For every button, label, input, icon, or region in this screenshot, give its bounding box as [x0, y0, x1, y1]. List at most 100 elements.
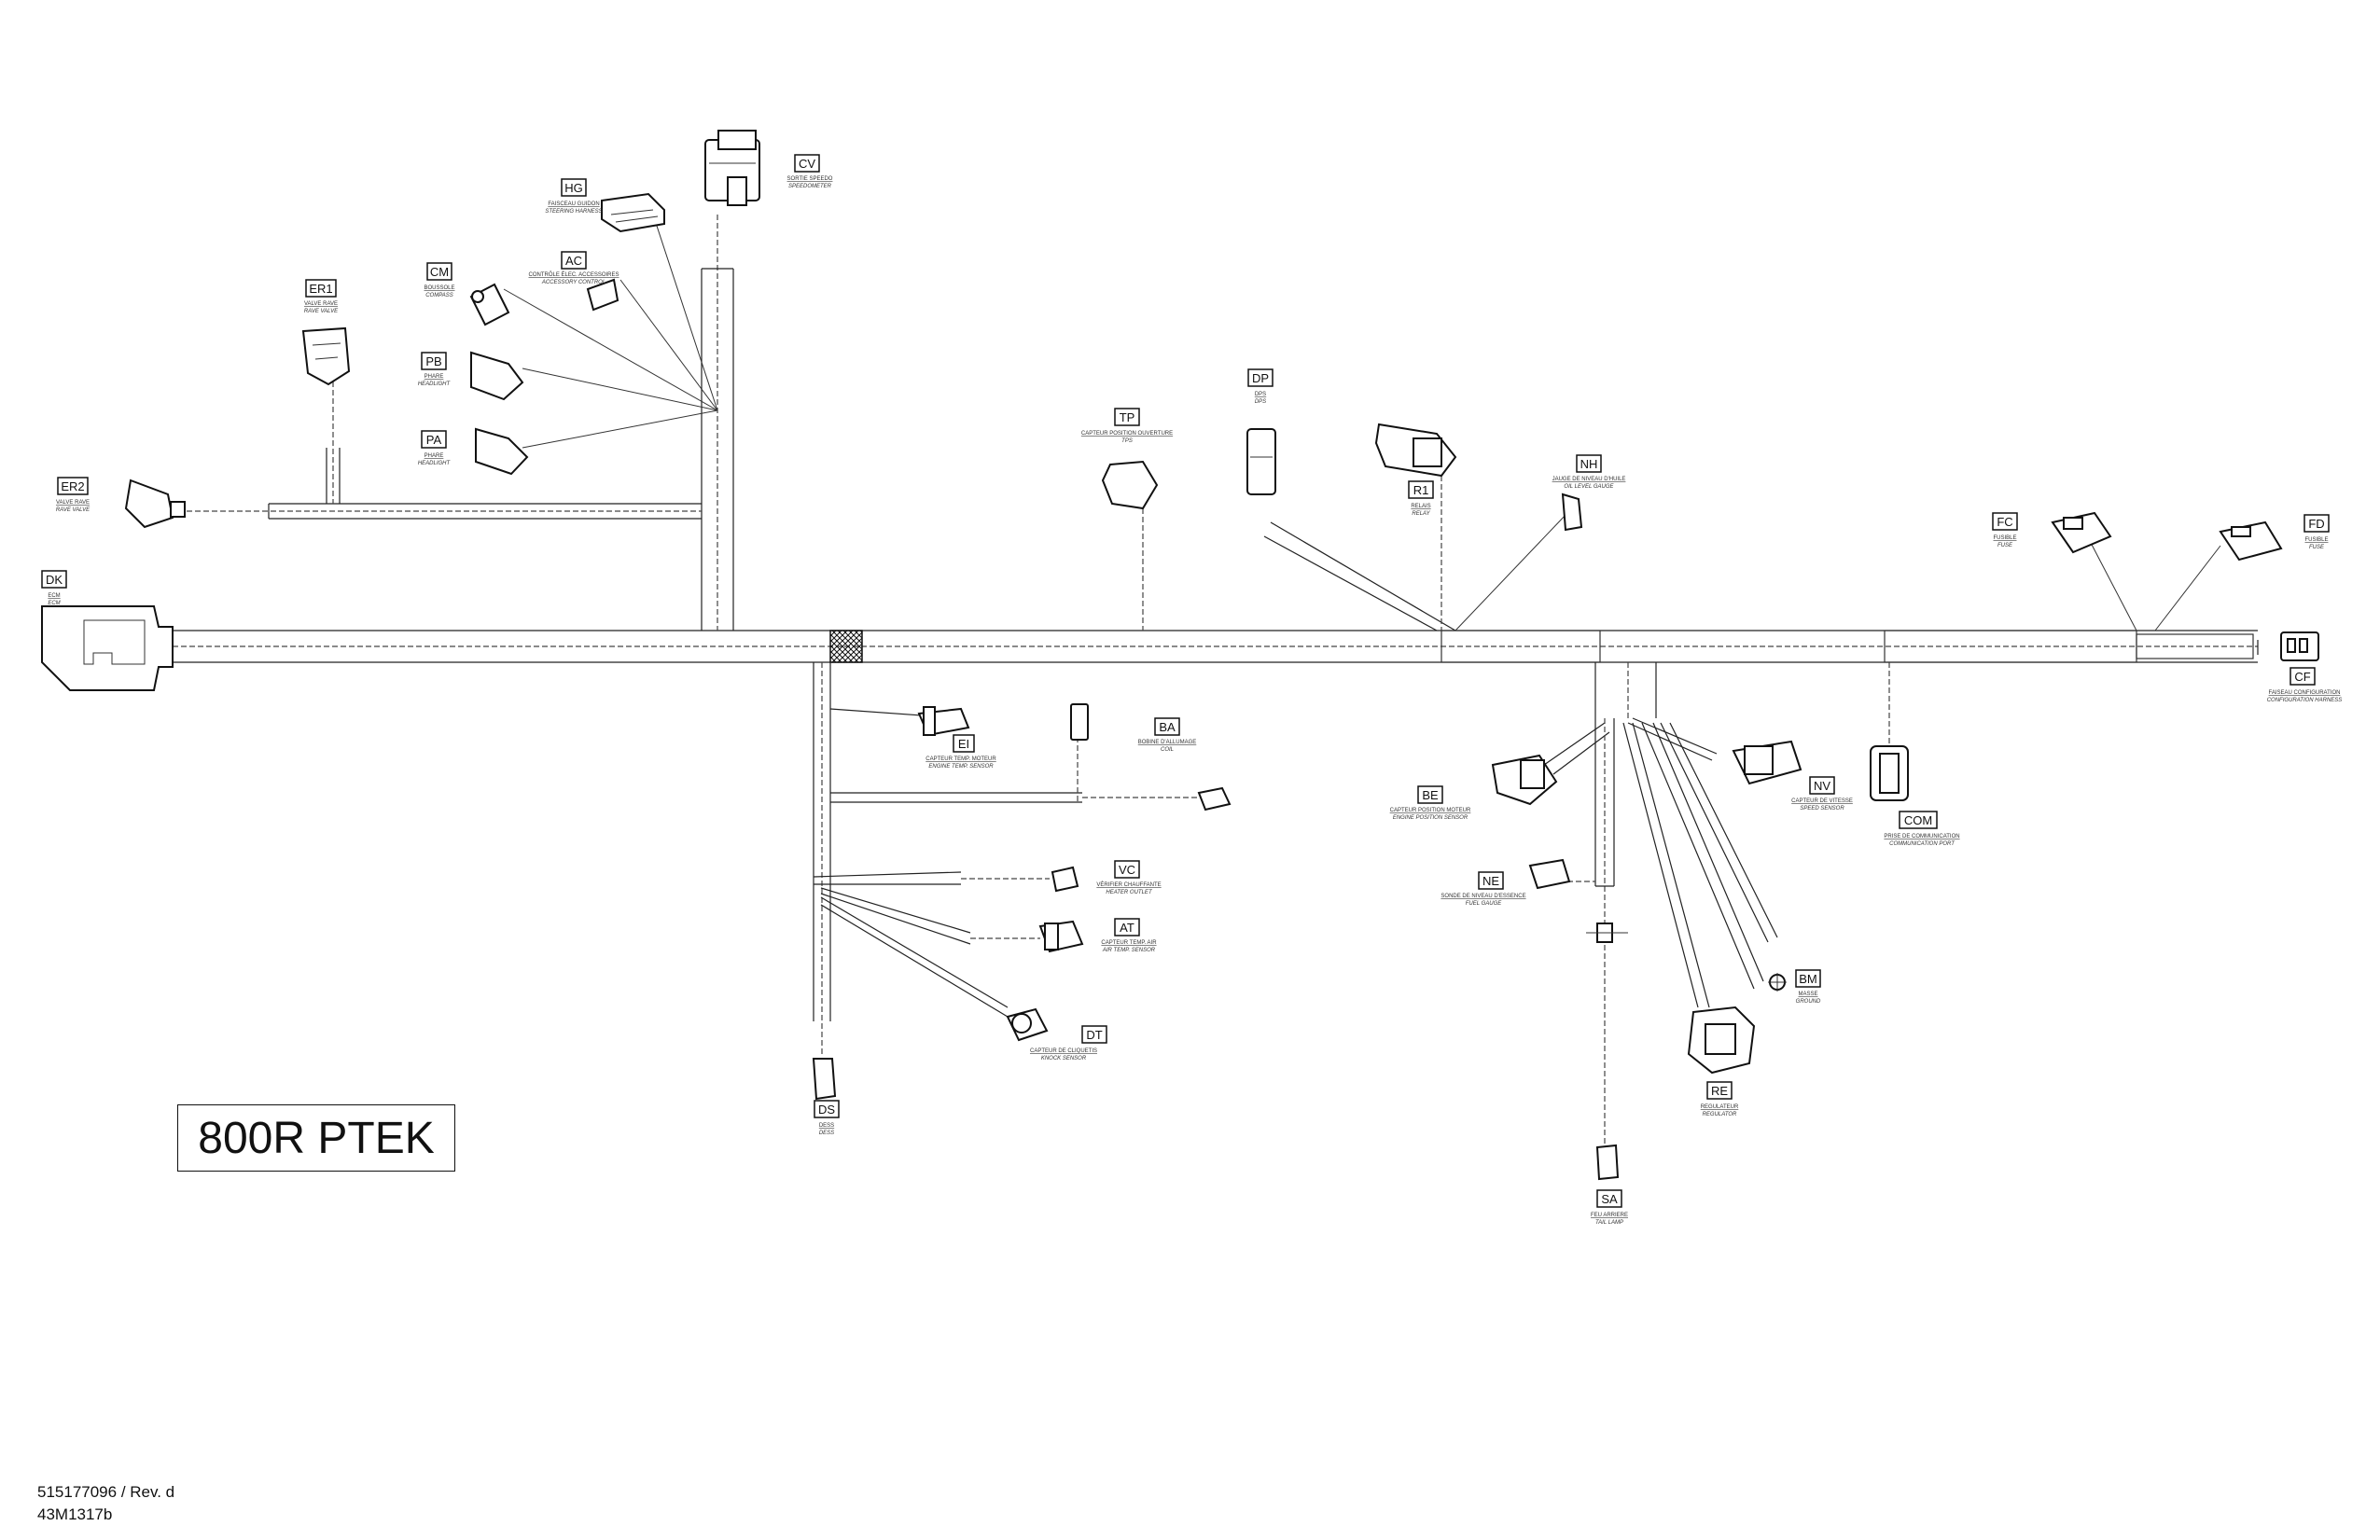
label-ac: AC CONTRÔLE ÉLEC. ACCESSOIRES ACCESSORY … — [528, 251, 619, 285]
main-trunk — [173, 630, 2259, 663]
svg-text:ECM: ECM — [48, 601, 60, 606]
svg-text:BOUSSOLE: BOUSSOLE — [424, 285, 454, 291]
hg-connector-icon — [601, 192, 665, 233]
svg-text:ACCESSORY CONTROL: ACCESSORY CONTROL — [541, 280, 605, 285]
svg-text:STEERING HARNESS: STEERING HARNESS — [545, 209, 602, 215]
label-at: AT CAPTEUR TEMP. AIR AIR TEMP. SENSOR — [1101, 918, 1157, 953]
svg-text:NE: NE — [1482, 874, 1499, 888]
svg-text:CAPTEUR TEMP. AIR: CAPTEUR TEMP. AIR — [1101, 940, 1157, 946]
svg-text:R1: R1 — [1413, 483, 1429, 497]
label-er2: ER2 VALVE RAVE RAVE VALVE — [56, 477, 90, 513]
label-fd: FD FUSIBLE FUSE — [2303, 514, 2330, 550]
sa-connector-icon — [1595, 1144, 1620, 1181]
svg-text:BOBINE D'ALLUMAGE: BOBINE D'ALLUMAGE — [1138, 740, 1197, 745]
svg-text:DS: DS — [818, 1103, 835, 1117]
be-sensor-icon — [1491, 754, 1558, 806]
svg-text:DT: DT — [1086, 1028, 1102, 1042]
svg-text:BA: BA — [1159, 720, 1176, 734]
svg-text:KNOCK SENSOR: KNOCK SENSOR — [1041, 1056, 1087, 1061]
svg-text:SPEED SENSOR: SPEED SENSOR — [1800, 806, 1844, 812]
label-ba: BA BOBINE D'ALLUMAGE COIL — [1138, 717, 1197, 753]
ac-connector-icon — [586, 278, 619, 312]
svg-text:CAPTEUR POSITION MOTEUR: CAPTEUR POSITION MOTEUR — [1390, 808, 1471, 813]
svg-text:VALVE RAVE: VALVE RAVE — [304, 301, 338, 307]
er1-connector-icon — [301, 326, 351, 386]
svg-text:JAUGE DE NIVEAU D'HUILE: JAUGE DE NIVEAU D'HUILE — [1552, 477, 1626, 482]
label-r1: R1 RELAIS RELAY — [1408, 480, 1434, 517]
svg-text:CAPTEUR DE VITESSE: CAPTEUR DE VITESSE — [1791, 798, 1853, 804]
label-hg: HG FAISCEAU GUIDON STEERING HARNESS — [545, 178, 603, 215]
at-sensor-icon — [1038, 920, 1084, 953]
svg-text:FAISCEAU GUIDON: FAISCEAU GUIDON — [548, 201, 599, 207]
svg-text:ENGINE TEMP. SENSOR: ENGINE TEMP. SENSOR — [928, 764, 994, 770]
label-cv: CV SORTIE SPEEDO SPEEDOMETER — [787, 154, 833, 189]
svg-text:BE: BE — [1422, 788, 1439, 802]
svg-text:REGULATEUR: REGULATEUR — [1701, 1104, 1739, 1110]
svg-text:CAPTEUR POSITION OUVERTURE: CAPTEUR POSITION OUVERTURE — [1081, 431, 1173, 437]
svg-text:DESS: DESS — [819, 1131, 834, 1136]
svg-text:PRISE DE COMMUNICATION: PRISE DE COMMUNICATION — [1884, 834, 1959, 839]
label-dp: DP DPS DPS — [1247, 368, 1274, 405]
part-number: 515177096 / Rev. d — [37, 1483, 175, 1501]
label-cf: CF FAISEAU CONFIGURATION CONFIGURATION H… — [2267, 667, 2342, 703]
label-com: COM PRISE DE COMMUNICATION COMMUNICATION… — [1884, 811, 1960, 847]
svg-text:RAVE VALVE: RAVE VALVE — [304, 309, 339, 314]
svg-text:PB: PB — [425, 354, 441, 368]
r1-relay-icon — [1374, 423, 1457, 478]
tp-connector-icon — [1101, 460, 1159, 510]
svg-text:CAPTEUR DE CLIQUETIS: CAPTEUR DE CLIQUETIS — [1030, 1048, 1097, 1054]
er2-connector-icon — [124, 479, 186, 529]
com-port-icon — [1870, 745, 1909, 801]
ne-connector-icon — [1528, 858, 1571, 890]
model-title: 800R PTEK — [177, 1104, 455, 1172]
svg-text:EI: EI — [958, 737, 969, 751]
svg-text:RELAIS: RELAIS — [1411, 504, 1430, 509]
svg-text:TPS: TPS — [1121, 438, 1133, 444]
re-regulator-icon — [1687, 1006, 1756, 1075]
svg-text:DPS: DPS — [1255, 392, 1266, 397]
dk-ecm-icon — [41, 605, 174, 691]
label-pa: PA PHARE HEADLIGHT — [418, 430, 452, 466]
svg-text:COMPASS: COMPASS — [425, 293, 453, 298]
svg-text:DPS: DPS — [1255, 399, 1266, 405]
svg-text:COIL: COIL — [1161, 747, 1174, 753]
svg-text:FD: FD — [2308, 517, 2324, 531]
label-fc: FC FUSIBLE FUSE — [1992, 512, 2018, 548]
label-nv: NV CAPTEUR DE VITESSE SPEED SENSOR — [1791, 776, 1853, 812]
label-sa: SA FEU ARRIERE TAIL LAMP — [1591, 1189, 1628, 1226]
upper-left-branch — [187, 214, 734, 631]
label-re: RE REGULATEUR REGULATOR — [1701, 1081, 1739, 1117]
label-nh: NH JAUGE DE NIVEAU D'HUILE OIL LEVEL GAU… — [1552, 454, 1626, 490]
label-vc: VC VÉRIFIER CHAUFFANTE HEATER OUTLET — [1096, 860, 1162, 895]
svg-text:PA: PA — [426, 433, 442, 447]
lower-left-branch — [813, 662, 1213, 1054]
connector-icons — [41, 130, 2319, 1181]
cm-connector-icon — [469, 283, 510, 326]
svg-text:GROUND: GROUND — [1796, 999, 1821, 1005]
svg-text:FEU ARRIERE: FEU ARRIERE — [1591, 1213, 1628, 1218]
svg-text:RELAY: RELAY — [1412, 511, 1430, 517]
svg-text:AT: AT — [1120, 921, 1134, 935]
label-bm: BM MASSE GROUND — [1795, 969, 1821, 1005]
svg-text:PHARE: PHARE — [425, 453, 444, 459]
label-dk: DK ECM ECM — [41, 570, 67, 606]
svg-text:TP: TP — [1120, 410, 1135, 424]
label-ei: EI CAPTEUR TEMP. MOTEUR ENGINE TEMP. SEN… — [926, 734, 996, 770]
label-dt: DT CAPTEUR DE CLIQUETIS KNOCK SENSOR — [1030, 1025, 1107, 1061]
svg-text:ENGINE POSITION SENSOR: ENGINE POSITION SENSOR — [1393, 815, 1468, 821]
svg-text:MASSE: MASSE — [1798, 992, 1817, 997]
svg-text:FUSE: FUSE — [2309, 545, 2325, 550]
svg-text:SPEEDOMETER: SPEEDOMETER — [788, 184, 832, 189]
dp-connector-icon — [1246, 428, 1276, 495]
svg-text:CF: CF — [2294, 670, 2310, 684]
svg-text:VC: VC — [1119, 863, 1135, 877]
cf-connector-icon — [2280, 631, 2319, 661]
svg-text:SONDE DE NIVEAU D'ESSENCE: SONDE DE NIVEAU D'ESSENCE — [1441, 894, 1525, 899]
svg-text:COMMUNICATION PORT: COMMUNICATION PORT — [1889, 841, 1955, 847]
svg-text:DK: DK — [46, 573, 63, 587]
svg-text:FUSIBLE: FUSIBLE — [1993, 535, 2016, 541]
svg-text:NH: NH — [1580, 457, 1598, 471]
svg-text:ER2: ER2 — [61, 479, 84, 493]
svg-text:AC: AC — [565, 254, 582, 268]
